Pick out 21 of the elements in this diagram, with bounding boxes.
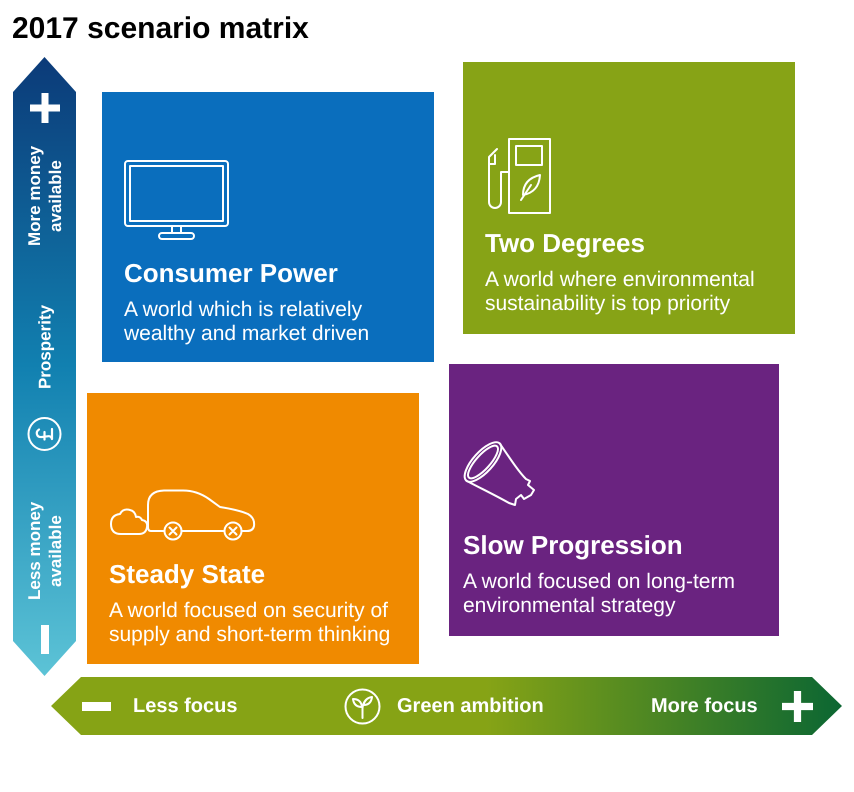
scenario-panel	[463, 62, 795, 334]
diagram-title: 2017 scenario matrix	[12, 12, 309, 46]
axis-title: Prosperity	[34, 304, 55, 390]
axis-arrow-band	[51, 677, 842, 735]
scenario-heading: Steady State	[109, 559, 266, 589]
axis-arrow-band	[13, 57, 76, 676]
scenario-description: A world which is relatively wealthy and market driven	[124, 298, 370, 346]
scenario-heading: Consumer Power	[124, 258, 338, 288]
scenario-description: A world focused on long-term environmental strategy	[463, 570, 736, 618]
axis-end-label: More money available	[24, 144, 66, 248]
axis-title: Green ambition	[397, 694, 544, 718]
scenario-heading: Two Degrees	[485, 228, 645, 258]
scenario-description: A world focused on security of supply and short-term thinking	[109, 599, 392, 647]
scenario-panel	[102, 92, 434, 362]
scenario-panel	[449, 364, 779, 636]
scenario-description: A world where environmental sustainability is top priority	[485, 268, 756, 316]
scenario-panel	[87, 393, 419, 664]
axis-end-label: Less money available	[24, 500, 66, 602]
axis-end-label: More focus	[651, 694, 758, 718]
scenario-heading: Slow Progression	[463, 530, 683, 560]
axis-end-label: Less focus	[133, 694, 238, 718]
